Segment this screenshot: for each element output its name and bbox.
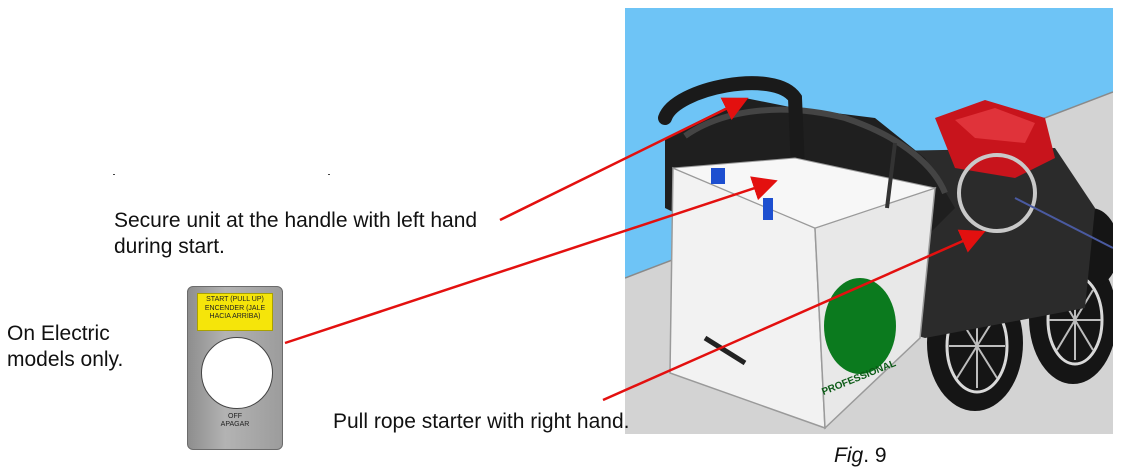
button-arrow <box>284 176 778 345</box>
start-switch-plate: START (PULL UP) ENCENDER (JALE HACIA ARR… <box>187 286 283 450</box>
off-text: OFF <box>228 413 242 420</box>
rope-arrow <box>602 229 986 402</box>
figure-number: . 9 <box>863 444 887 467</box>
secure-handle-instruction: Secure unit at the handle with left hand… <box>114 209 478 258</box>
electric-models-note: On Electric models only. <box>7 322 124 371</box>
machine-photo: PROFESSIONAL <box>625 8 1113 434</box>
divider-mark <box>113 174 115 175</box>
start-label: START (PULL UP) ENCENDER (JALE HACIA ARR… <box>197 293 273 331</box>
pull-rope-instruction: Pull rope starter with right hand. <box>333 410 630 433</box>
off-text-es: APAGAR <box>220 421 250 428</box>
off-label: OFF APAGAR <box>188 413 282 429</box>
divider-mark <box>328 174 330 175</box>
start-button <box>201 337 273 409</box>
figure-prefix: Fig <box>834 444 864 467</box>
handle-arrow <box>499 97 749 222</box>
figure-caption: Fig. 9 <box>834 443 887 469</box>
